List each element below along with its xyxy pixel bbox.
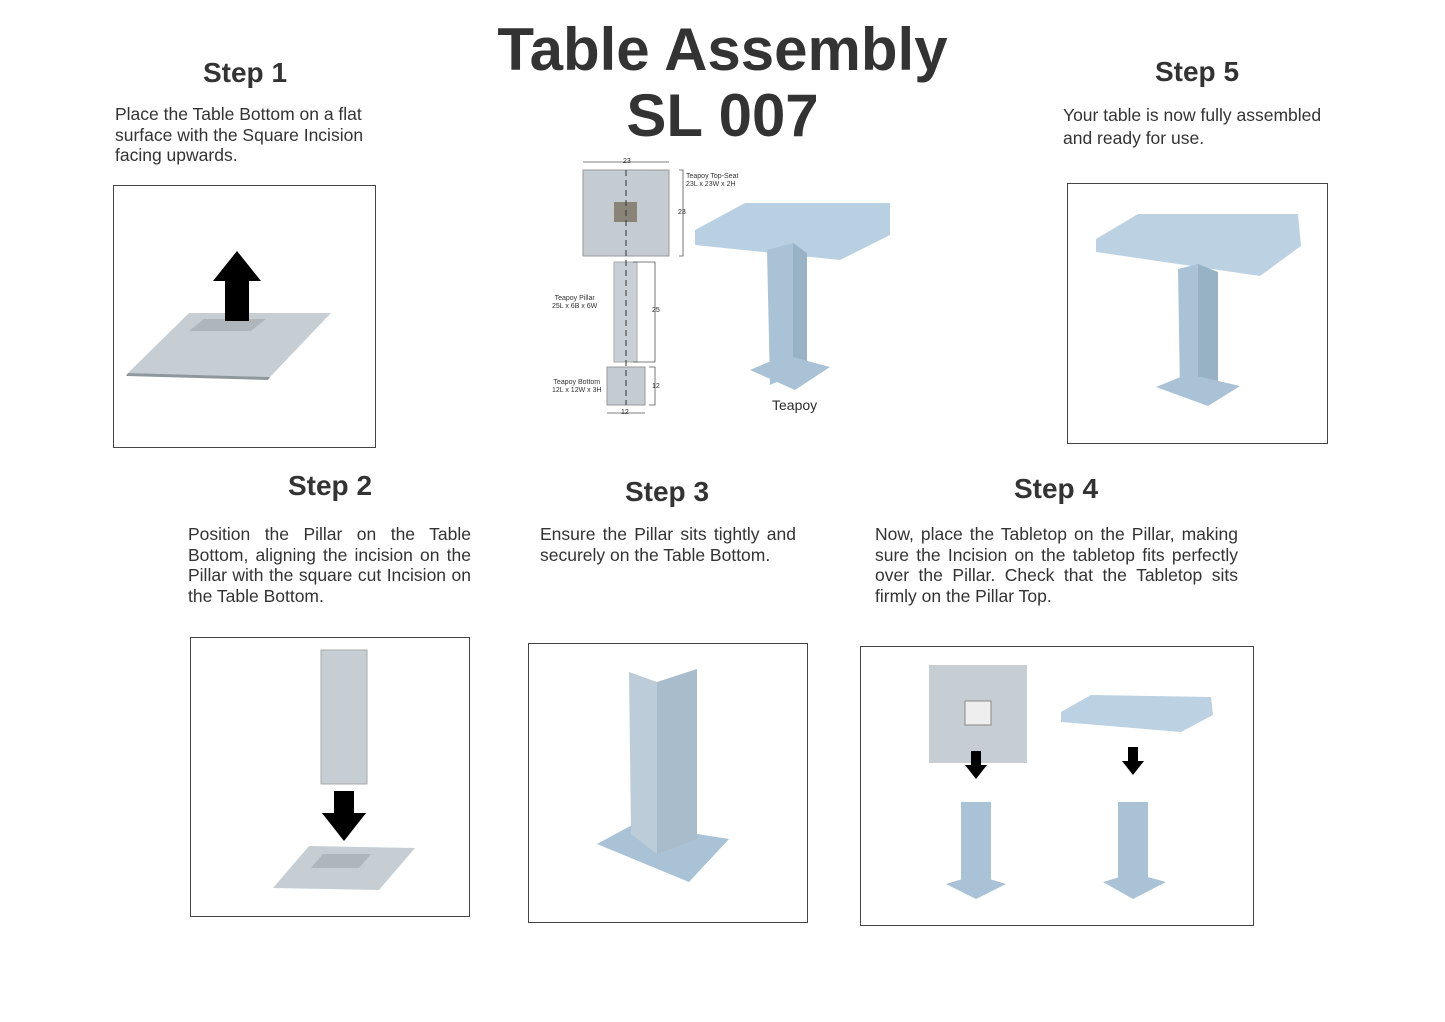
dim-bottom-height: 12	[652, 383, 660, 390]
up-arrow-icon	[213, 251, 261, 321]
step-1-image	[113, 185, 376, 448]
down-arrow-icon	[965, 751, 987, 779]
step-2-text: Position the Pillar on the Table Bottom,…	[188, 524, 471, 606]
step-4-image	[860, 646, 1254, 926]
dim-top-width: 23	[623, 158, 631, 165]
step-1-heading: Step 1	[202, 57, 288, 88]
step-3-text: Ensure the Pillar sits tightly and secur…	[540, 524, 796, 565]
step-5-text: Your table is now fully assembled and re…	[1063, 105, 1322, 148]
pillar-name: Teapoy Pillar	[554, 295, 595, 302]
model-number: SL 007	[626, 82, 819, 149]
step-2-heading: Step 2	[287, 470, 373, 501]
dim-pillar: 25	[652, 307, 660, 314]
step-2-image	[190, 637, 470, 917]
teapoy-caption: Teapoy	[772, 397, 818, 413]
dim-bottom-width: 12	[621, 409, 629, 416]
step-3-image	[528, 643, 808, 923]
pillar-dims: 25L x 6B x 6W	[552, 303, 598, 310]
bottom-name: Teapoy Bottom	[553, 379, 601, 386]
step-5-image	[1067, 183, 1328, 444]
step-4-heading: Step 4	[1013, 473, 1099, 504]
step-4-text: Now, place the Tabletop on the Pillar, m…	[875, 524, 1238, 606]
bottom-dims: 12L x 12W x 3H	[552, 387, 602, 394]
down-arrow-icon	[1122, 747, 1144, 775]
step-3-heading: Step 3	[624, 476, 710, 507]
dim-top-height: 23	[678, 209, 686, 216]
step-1-text: Place the Table Bottom on a flat surface…	[115, 104, 364, 165]
down-arrow-icon	[322, 791, 366, 841]
top-seat-name: Teapoy Top-Seat	[686, 173, 739, 180]
step-5-heading: Step 5	[1154, 56, 1240, 87]
page-title: Table Assembly	[497, 16, 948, 83]
top-seat-dims: 23L x 23W x 2H	[686, 181, 736, 188]
